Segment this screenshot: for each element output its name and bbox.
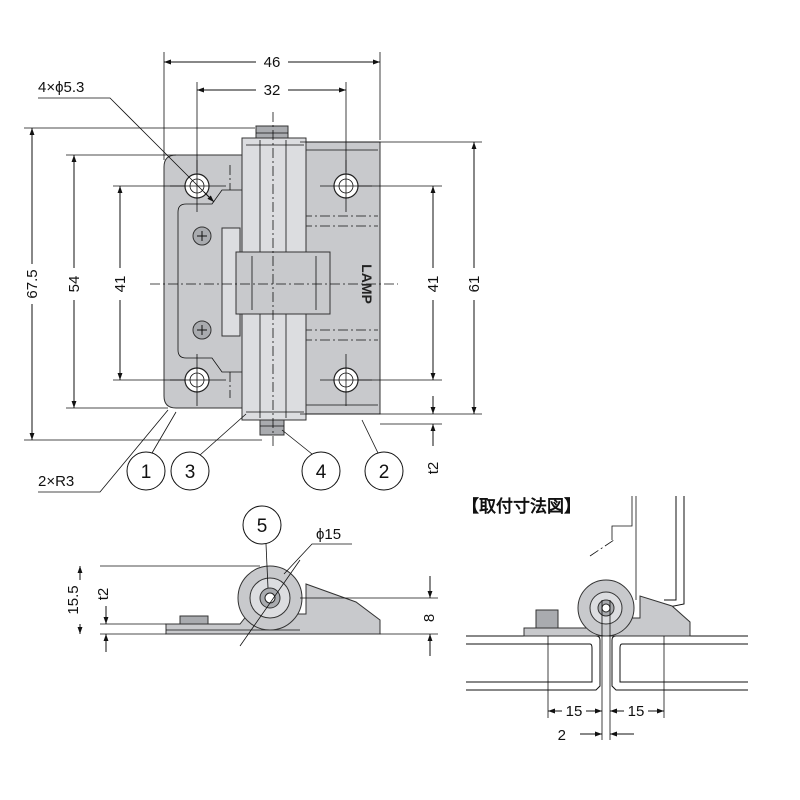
dim-left-hole-pitch: 41 xyxy=(112,276,129,293)
callout-5 xyxy=(242,505,282,545)
mount-title: 【取付寸法図】 xyxy=(462,496,581,517)
svg-text:4: 4 xyxy=(316,462,327,483)
mount-view: 【取付寸法図】 15 15 2 xyxy=(462,496,748,744)
side-leaf xyxy=(165,583,381,635)
callout-1: 1 xyxy=(126,411,177,491)
dim-side-thickness: t2 xyxy=(95,588,112,601)
dim-right-hole-pitch: 41 xyxy=(425,276,442,293)
dim-holes: 4×ϕ5.3 xyxy=(38,79,84,96)
dim-right-leaf-height: 61 xyxy=(466,276,483,293)
dim-side-height: 15.5 xyxy=(65,585,82,614)
dim-left-leaf-height: 54 xyxy=(66,276,83,293)
svg-text:1: 1 xyxy=(141,462,152,483)
dim-diameter: ϕ15 xyxy=(316,526,341,543)
brand-mark: LAMP xyxy=(359,264,375,304)
callout-4: 4 xyxy=(281,429,341,491)
svg-text:2: 2 xyxy=(379,462,390,483)
dim-width: 46 xyxy=(264,54,281,71)
callout-3: 3 xyxy=(170,413,247,491)
dim-radius: 2×R3 xyxy=(38,473,74,490)
dim-mount-left: 15 xyxy=(566,703,583,720)
dim-mount-gap: 2 xyxy=(558,727,566,744)
dim-overall-height: 67.5 xyxy=(24,269,41,298)
callout-5-label: 5 xyxy=(257,516,268,537)
dim-thickness: t2 xyxy=(425,462,442,475)
callout-2: 2 xyxy=(361,419,404,491)
dim-hole-pitch-h: 32 xyxy=(264,82,281,99)
dim-mount-right: 15 xyxy=(628,703,645,720)
top-view: LAMP 46 32 67.5 54 xyxy=(22,52,484,493)
side-view: 15.5 t2 8 ϕ15 5 xyxy=(64,505,438,656)
dim-side-height-right: 8 xyxy=(421,614,438,622)
svg-text:3: 3 xyxy=(185,462,196,483)
